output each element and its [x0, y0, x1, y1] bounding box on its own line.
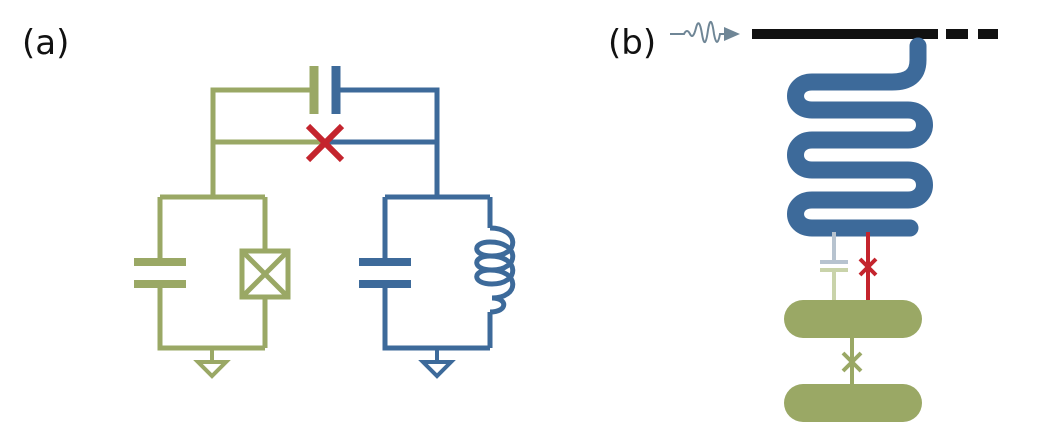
resonator-inductor-icon: [474, 225, 516, 315]
qubit-josephson-junction-box: [239, 248, 291, 300]
resonator-ground-icon: [418, 348, 456, 379]
qubit-junction-cross-2: [240, 249, 290, 299]
drive-signal-icon: [670, 21, 724, 43]
qubit-resonator-coupling: [820, 232, 878, 304]
qubit-pad-bottom: [784, 384, 922, 422]
drive-arrow-icon: [724, 27, 740, 41]
coupler-junction-cross-2: [858, 257, 878, 277]
qubit-ground-icon: [193, 348, 231, 379]
qubit-pads: [784, 300, 922, 422]
meander-resonator-body: [787, 37, 933, 237]
panel-b-layout: [670, 21, 998, 43]
qubit-pad-top: [784, 300, 922, 338]
panel-a-circuit: [134, 66, 516, 379]
qubit-top-wire: [210, 87, 312, 197]
qubit-loop-wire: [157, 194, 268, 351]
panel-label-b: (b): [608, 23, 657, 63]
resonator-circuit: [328, 66, 516, 379]
qubit-junction-cross-b: [841, 351, 863, 373]
qubit-circuit: [134, 66, 322, 379]
coupling-junction-icon: [305, 123, 345, 163]
resonator-loop-wire: [382, 194, 493, 351]
panel-label-a: (a): [22, 23, 70, 63]
resonator-top-wire: [338, 87, 440, 197]
